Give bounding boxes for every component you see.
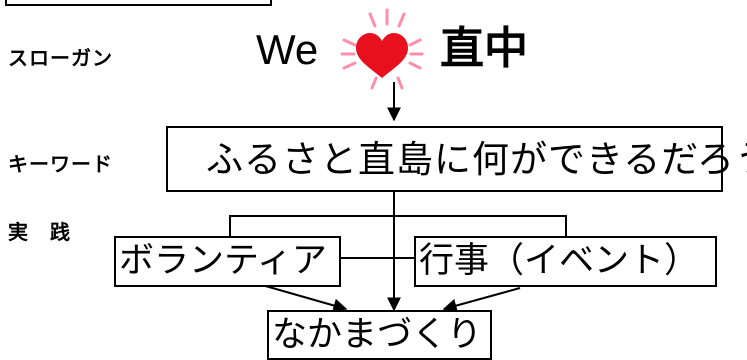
practice-label: 実 践: [8, 220, 71, 244]
arrow-volunteer-to-result: [261, 284, 348, 313]
keyword-box: ふるさと直島に何ができるだろう: [166, 126, 747, 192]
volunteer-text: ボランティア: [119, 241, 327, 281]
result-box: なかまづくり: [267, 310, 492, 360]
slogan-we: We: [256, 26, 319, 73]
heart-icon: [332, 4, 432, 94]
event-box: 行事（イベント）: [414, 236, 717, 287]
slogan-tail: 直中: [440, 23, 528, 74]
heart-shape: [356, 33, 408, 78]
arrow-event-to-result: [442, 287, 521, 313]
keyword-label: キーワード: [8, 152, 113, 176]
result-text: なかまづくり: [272, 314, 483, 355]
slogan-label: スローガン: [8, 46, 113, 70]
top-box: [5, 0, 272, 6]
volunteer-box: ボランティア: [114, 236, 341, 287]
event-text: 行事（イベント）: [419, 241, 700, 281]
keyword-text: ふるさと直島に何ができるだろう: [206, 137, 747, 181]
heart-rays: [340, 8, 424, 90]
